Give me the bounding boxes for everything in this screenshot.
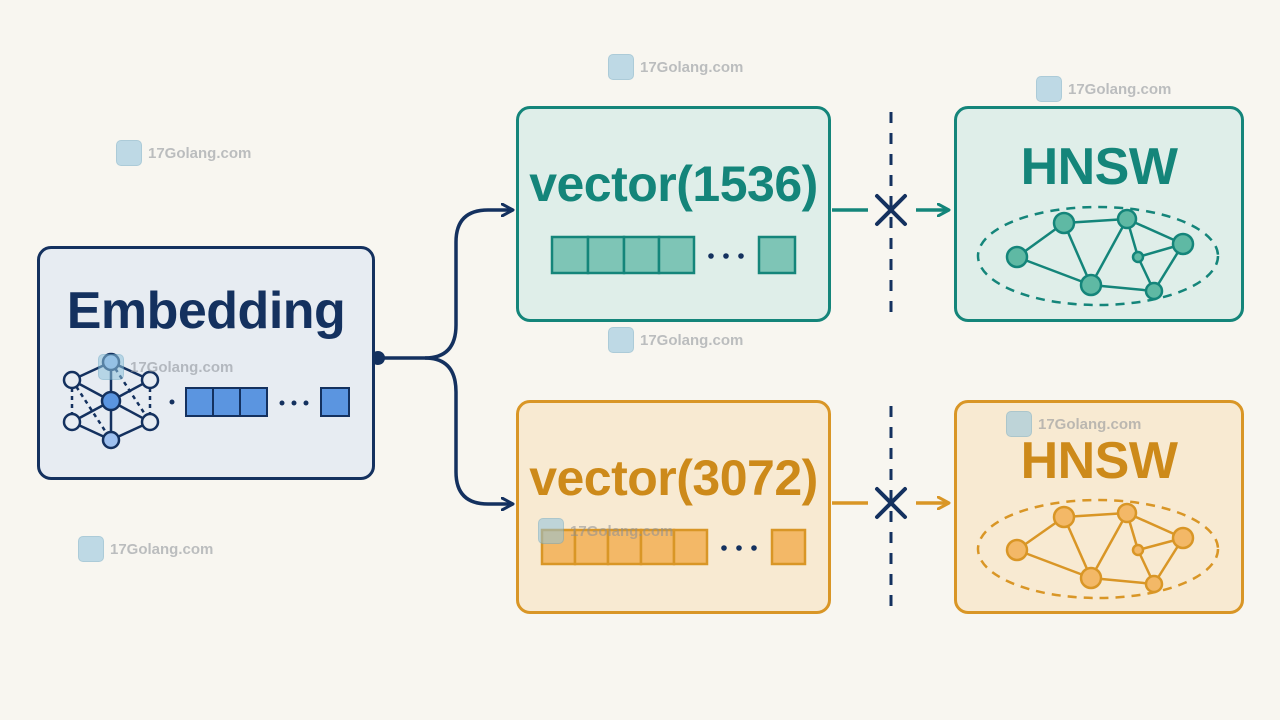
embedding-label: Embedding [66, 282, 346, 340]
embedding-node: Embedding [37, 246, 375, 480]
watermark: 17Golang.com [608, 327, 743, 353]
watermark-text: 17Golang.com [148, 144, 252, 162]
ellipsis-icon [708, 253, 744, 259]
watermark-logo-icon [538, 518, 564, 544]
watermark: 17Golang.com [608, 54, 743, 80]
ellipsis-icon [721, 545, 757, 551]
graph-icon [976, 205, 1220, 307]
vector-1536-cells [550, 235, 797, 275]
watermark-logo-icon [98, 354, 124, 380]
bottom-connector [832, 406, 948, 608]
embedding-vector-cells [185, 387, 350, 417]
hnsw-bottom-label: HNSW [1020, 432, 1178, 490]
ellipsis-icon [279, 400, 309, 406]
cross-icon [875, 194, 907, 226]
cross-icon [875, 487, 907, 519]
watermark-text: 17Golang.com [1068, 80, 1172, 98]
watermark-logo-icon [1036, 76, 1062, 102]
arrow-to-vector-1536 [378, 210, 512, 360]
hnsw-top-node: HNSW [954, 106, 1244, 322]
watermark: 17Golang.com [538, 518, 673, 544]
watermark-logo-icon [1006, 411, 1032, 437]
watermark: 17Golang.com [1006, 411, 1141, 437]
vector-1536-node: vector(1536) [516, 106, 831, 322]
watermark: 17Golang.com [116, 140, 251, 166]
watermark: 17Golang.com [1036, 76, 1171, 102]
watermark-text: 17Golang.com [110, 540, 214, 558]
graph-icon [976, 498, 1220, 600]
arrow-to-vector-3072 [424, 356, 512, 504]
watermark: 17Golang.com [78, 536, 213, 562]
vector-3072-label: vector(3072) [529, 450, 818, 506]
watermark-logo-icon [608, 54, 634, 80]
watermark-text: 17Golang.com [130, 358, 234, 376]
watermark-text: 17Golang.com [640, 58, 744, 76]
vector-1536-label: vector(1536) [529, 156, 818, 212]
watermark-logo-icon [78, 536, 104, 562]
watermark-text: 17Golang.com [1038, 415, 1142, 433]
watermark-logo-icon [608, 327, 634, 353]
vector-3072-node: vector(3072) [516, 400, 831, 614]
hnsw-top-label: HNSW [1020, 138, 1178, 196]
watermark-text: 17Golang.com [570, 522, 674, 540]
watermark-logo-icon [116, 140, 142, 166]
watermark-text: 17Golang.com [640, 331, 744, 349]
separator-dot [169, 399, 175, 405]
watermark: 17Golang.com [98, 354, 233, 380]
top-connector [832, 112, 948, 318]
